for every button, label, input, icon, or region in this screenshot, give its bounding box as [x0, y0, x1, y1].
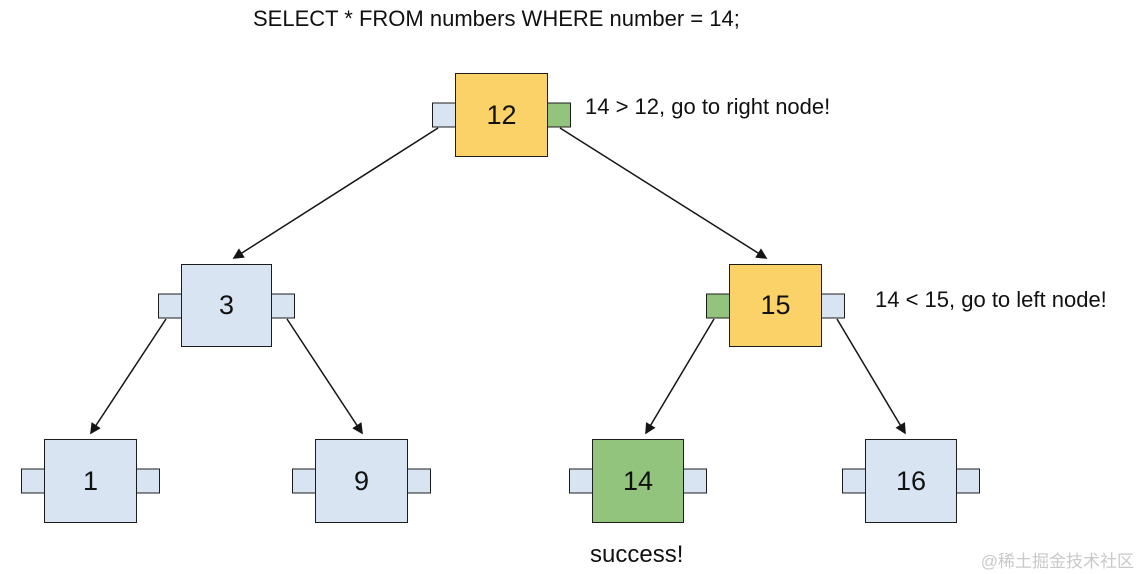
- edge-15-to-14: [645, 318, 715, 435]
- left-port: [842, 468, 866, 494]
- node-value: 14: [622, 465, 654, 496]
- sql-query-title: SELECT * FROM numbers WHERE number = 14;: [253, 6, 740, 31]
- tree-node-1: 1: [21, 439, 160, 523]
- left-port: [432, 102, 456, 128]
- left-port: [706, 293, 730, 318]
- right-port: [821, 293, 845, 318]
- node-value: 16: [895, 465, 927, 496]
- node-value: 9: [353, 465, 370, 496]
- node-box: 12: [455, 73, 548, 157]
- edge-3-to-1: [90, 318, 167, 435]
- left-port: [292, 468, 316, 494]
- right-port: [547, 102, 571, 128]
- right-port: [956, 468, 980, 494]
- node-box: 14: [592, 439, 684, 523]
- left-port: [158, 293, 182, 318]
- annotation-go-right: 14 > 12, go to right node!: [585, 94, 831, 119]
- node-box: 3: [181, 264, 272, 347]
- node-value: 15: [760, 290, 791, 320]
- tree-node-9: 9: [292, 439, 431, 523]
- annotation-go-left: 14 < 15, go to left node!: [875, 287, 1107, 312]
- node-box: 9: [315, 439, 408, 523]
- tree-node-12: 12: [432, 73, 571, 157]
- node-box: 1: [44, 439, 137, 523]
- edge-3-to-9: [286, 318, 363, 435]
- left-port: [21, 468, 45, 494]
- watermark: @稀土掘金技术社区: [980, 552, 1134, 571]
- node-value: 12: [486, 99, 517, 130]
- left-port: [569, 468, 593, 494]
- right-port: [136, 468, 160, 494]
- right-port: [683, 468, 707, 494]
- edge-12-to-15: [559, 127, 768, 259]
- right-port: [407, 468, 431, 494]
- edge-12-to-3: [232, 127, 439, 259]
- node-box: 16: [865, 439, 957, 523]
- tree-node-3: 3: [158, 264, 295, 347]
- tree-node-16: 16: [842, 439, 980, 523]
- success-label: success!: [590, 541, 684, 568]
- node-value: 3: [218, 290, 235, 320]
- node-value: 1: [82, 465, 99, 496]
- tree-node-15: 15: [706, 264, 845, 347]
- tree-node-14: 14: [569, 439, 707, 523]
- right-port: [271, 293, 295, 318]
- node-box: 15: [729, 264, 822, 347]
- edge-15-to-16: [836, 318, 906, 435]
